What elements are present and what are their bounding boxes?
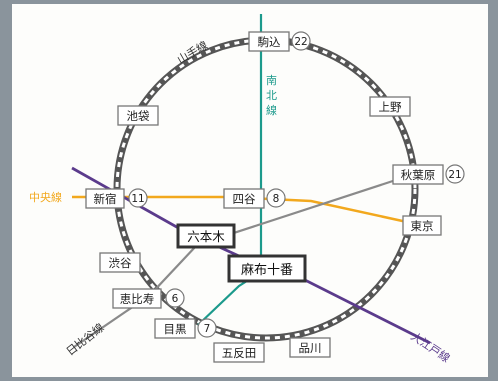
station-number: 6: [172, 293, 179, 305]
station-akihabara: 秋葉原 21: [392, 164, 465, 185]
hibiya-line: [73, 176, 403, 348]
station-shinagawa: 品川: [289, 337, 331, 358]
station-meguro: 目黒 7: [154, 318, 217, 339]
station-number-badge: [165, 288, 185, 308]
station-komagome: 駒込 22: [248, 31, 311, 52]
svg-text:池袋: 池袋: [127, 109, 150, 123]
station-number: 22: [294, 36, 307, 48]
station-number-badge: [445, 164, 465, 184]
station-number: 11: [131, 193, 144, 205]
station-ikebukuro: 池袋: [117, 105, 159, 126]
svg-text:五反田: 五反田: [222, 346, 257, 360]
station-number-badge: [197, 318, 217, 338]
nanboku-line-label-1: 南: [266, 74, 277, 87]
nanboku-line-label-3: 線: [266, 103, 277, 117]
svg-text:麻布十番: 麻布十番: [241, 263, 293, 278]
svg-text:四谷: 四谷: [233, 192, 256, 206]
svg-text:秋葉原: 秋葉原: [401, 168, 436, 182]
station-shibuya: 渋谷: [99, 252, 141, 273]
svg-text:駒込: 駒込: [258, 35, 281, 49]
station-azabu-juban: 麻布十番: [227, 254, 307, 283]
station-shinjuku: 新宿 11: [85, 188, 148, 209]
station-number-badge: [291, 31, 311, 51]
svg-text:渋谷: 渋谷: [109, 256, 132, 270]
station-tokyo: 東京: [402, 215, 442, 236]
station-ueno: 上野: [369, 96, 411, 117]
svg-text:東京: 東京: [411, 219, 434, 233]
hibiya-line-label: 日比谷線: [63, 320, 106, 358]
svg-text:品川: 品川: [299, 341, 322, 355]
svg-text:上野: 上野: [379, 100, 402, 114]
station-number-badge: [128, 188, 148, 208]
station-roppongi: 六本木: [176, 223, 236, 249]
station-gotanda: 五反田: [213, 342, 265, 363]
svg-text:目黒: 目黒: [164, 322, 187, 336]
station-number: 21: [448, 169, 461, 181]
svg-text:新宿: 新宿: [94, 192, 117, 206]
tokyo-rail-map: 山手線 中央線 南 北 線 日比谷線 大江戸線 駒込 22 池袋 上野 秋葉原 …: [12, 4, 488, 377]
nanboku-line-label-2: 北: [266, 89, 277, 102]
station-number: 7: [204, 323, 211, 335]
oedo-line-label: 大江戸線: [408, 329, 452, 365]
svg-text:恵比寿: 恵比寿: [120, 292, 155, 306]
station-yotsuya: 四谷 8: [223, 188, 286, 209]
svg-text:六本木: 六本木: [187, 229, 225, 244]
station-number: 8: [273, 193, 280, 205]
station-number-badge: [266, 188, 286, 208]
chuo-line-label: 中央線: [29, 190, 62, 204]
station-ebisu: 恵比寿 6: [112, 288, 185, 309]
